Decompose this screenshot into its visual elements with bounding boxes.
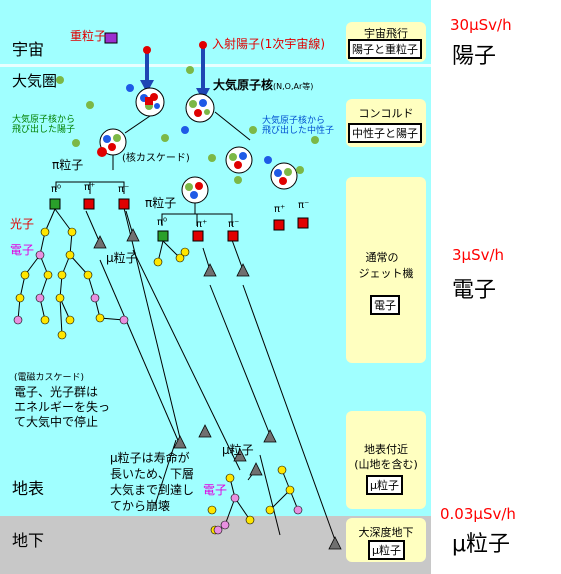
pi-minus-label-1: π⁻: [118, 184, 130, 195]
em-note-line3: て大気中で停止: [14, 415, 99, 429]
dose-particle-electron: 電子: [452, 278, 497, 303]
nucleus-5: [270, 162, 298, 190]
pion-label: π粒子: [52, 158, 84, 172]
nuclear-cascade-label: (核カスケード): [122, 153, 190, 164]
panel-underground: 大深度地下 μ粒子: [346, 518, 426, 562]
interaction-lines: [55, 111, 336, 541]
muon-note-line3: 大気まで到達し: [110, 483, 195, 497]
em-note: 電子、光子群は エネルギーを失っ て大気中で停止: [14, 385, 110, 430]
atmospheric-nuclei-text: 大気原子核: [213, 78, 274, 92]
panel-space-flight-box: 陽子と重粒子: [348, 39, 422, 59]
proton-out-line1: 大気原子核から: [12, 115, 76, 125]
muon-right-label: μ粒子: [222, 443, 254, 457]
panel-surface-title-2: (山地を含む): [354, 458, 418, 471]
dose-value-muon: 0.03μSv/h: [440, 505, 516, 523]
em-note-line2: エネルギーを失っ: [14, 400, 111, 414]
panel-underground-title: 大深度地下: [358, 526, 414, 539]
panel-jet-title-2: ジェット機: [358, 267, 414, 280]
em-cascade-label: (電磁カスケード): [14, 373, 85, 383]
panel-surface: 地表付近 (山地を含む) μ粒子: [346, 411, 426, 509]
em-particles: [13, 227, 303, 535]
panel-jet-title-1: 通常の: [365, 251, 399, 264]
dose-value-proton: 30μSv/h: [450, 16, 512, 34]
space-label: 宇宙: [12, 40, 45, 59]
pi-plus-label-2: π⁺: [196, 219, 208, 230]
panel-space-flight: 宇宙飛行 陽子と重粒子: [346, 22, 426, 62]
dose-value-electron: 3μSv/h: [452, 246, 505, 264]
muon-note-line4: てから崩壊: [110, 499, 171, 513]
primary-cosmic-ray-label: 入射陽子(1次宇宙線): [212, 37, 325, 51]
dose-particle-proton: 陽子: [452, 44, 497, 69]
panel-concorde: コンコルド 中性子と陽子: [346, 99, 426, 147]
muon-note: μ粒子は寿命が 長いため、下層 大気まで到達し てから崩壊: [110, 450, 194, 514]
pi-minus-label-3: π⁻: [298, 200, 310, 211]
pi-plus-label-1: π⁺: [84, 182, 96, 193]
muon-note-line2: 長いため、下層: [110, 467, 195, 481]
nucleus-2: [185, 93, 215, 123]
muon-note-line1: μ粒子は寿命が: [110, 451, 190, 465]
proton-out-label: 大気原子核から 飛び出した陽子: [12, 115, 75, 136]
panel-jet: 通常の ジェット機 電子: [346, 177, 426, 363]
pi-plus-label-3: π⁺: [274, 204, 286, 215]
atmosphere-label: 大気圏: [12, 72, 58, 90]
muons: [93, 228, 342, 550]
dose-particle-muon: μ粒子: [452, 532, 510, 557]
pi0-label-1: π⁰: [51, 184, 62, 195]
pion2-label: π粒子: [145, 196, 177, 210]
underground-label: 地下: [12, 531, 45, 550]
em-note-line1: 電子、光子群は: [14, 385, 99, 399]
atmospheric-nuclei-small: (N,O,Ar等): [273, 82, 314, 91]
panel-concorde-box: 中性子と陽子: [348, 123, 422, 143]
nucleus-6: [181, 176, 209, 204]
proton-out-line2: 飛び出した陽子: [12, 125, 76, 136]
muon-label: μ粒子: [106, 251, 138, 265]
pi0-label-2: π⁰: [157, 217, 168, 228]
pi-minus-label-2: π⁻: [228, 219, 240, 230]
atmospheric-nuclei-label: 大気原子核(N,O,Ar等): [213, 78, 314, 93]
panel-jet-box: 電子: [370, 295, 400, 315]
panel-surface-box: μ粒子: [366, 475, 403, 495]
surface-label: 地表: [12, 479, 45, 498]
panel-underground-box: μ粒子: [368, 540, 405, 560]
scattered-nucleons: [56, 66, 319, 184]
neutron-out-line1: 大気原子核から: [262, 116, 326, 126]
nucleus-4: [225, 146, 253, 174]
neutron-out-line2: 飛び出した中性子: [262, 126, 335, 137]
heavy-particle-label: 重粒子: [70, 29, 107, 43]
space-boundary: [0, 64, 431, 67]
electron-label: 電子: [10, 243, 35, 257]
panel-space-flight-title: 宇宙飛行: [364, 27, 408, 40]
electron-bottom-label: 電子: [203, 483, 228, 497]
photon-label: 光子: [10, 217, 35, 231]
incoming-arrows: [140, 41, 210, 101]
pions: [49, 32, 309, 242]
neutron-out-label: 大気原子核から 飛び出した中性子: [262, 116, 334, 137]
panel-concorde-title: コンコルド: [358, 107, 414, 120]
panel-surface-title-1: 地表付近: [364, 443, 408, 456]
